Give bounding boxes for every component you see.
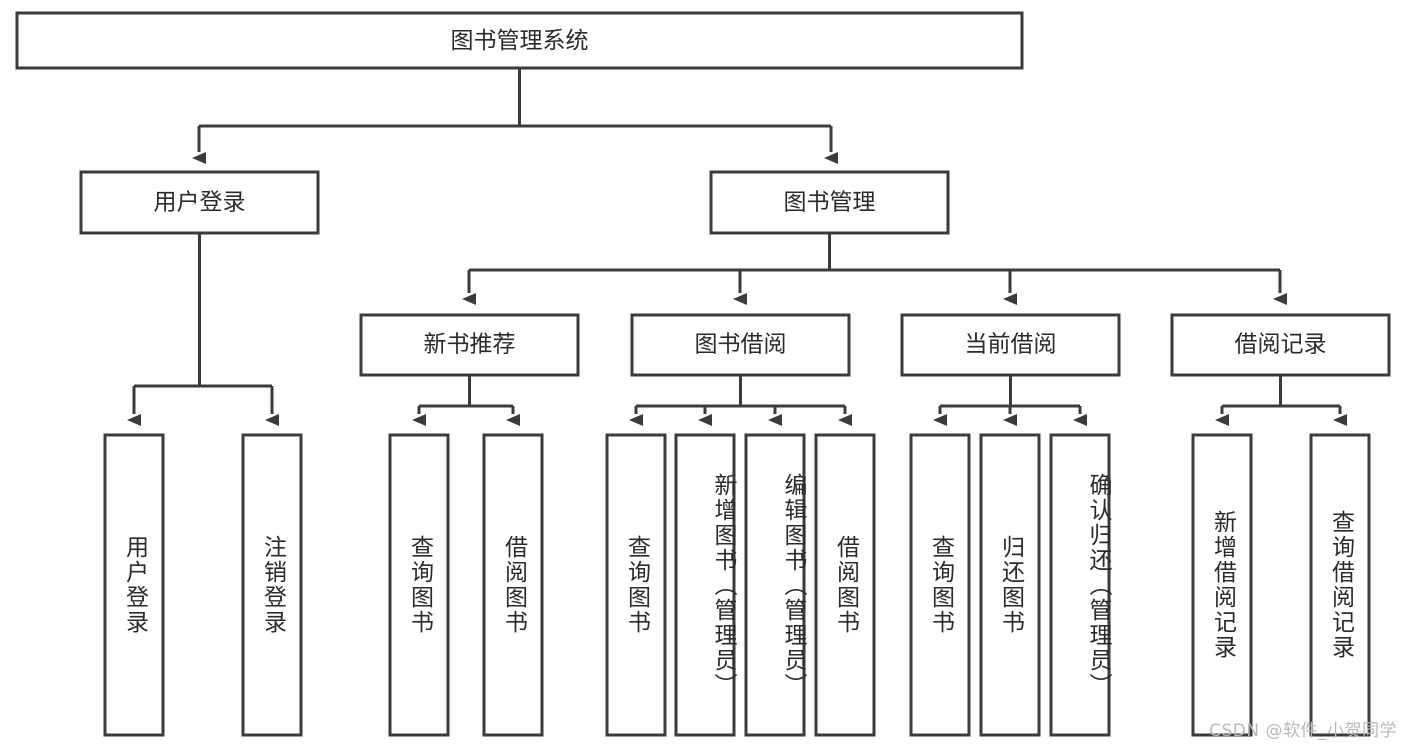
- node-new-book-recommend[interactable]: 新书推荐: [359, 313, 580, 377]
- leaf-box-current-borrow-0[interactable]: [909, 433, 971, 737]
- node-current-borrow[interactable]: 当前借阅: [900, 313, 1121, 377]
- node-current-borrow-label: 当前借阅: [965, 332, 1057, 358]
- leaf-box-book-borrow-2[interactable]: [744, 433, 806, 737]
- edge-borrow-records-to-leaves: [1215, 375, 1347, 426]
- edge-root-to-level2: [192, 68, 838, 164]
- csdn-watermark: CSDN @软件_小贺同学: [1209, 721, 1397, 741]
- edge-new-book-recommend-to-leaves: [412, 375, 520, 426]
- node-book-management-label: 图书管理: [784, 190, 876, 216]
- leaf-box-book-borrow-1[interactable]: [674, 433, 736, 737]
- node-borrow-records-label: 借阅记录: [1235, 332, 1327, 358]
- edge-book-management-to-level3: [462, 233, 1287, 305]
- leaf-box-book-borrow-3[interactable]: [814, 433, 876, 737]
- leaf-box-current-borrow-1[interactable]: [979, 433, 1041, 737]
- node-user-login-label: 用户登录: [154, 190, 246, 216]
- leaf-box-new-book-1[interactable]: [482, 433, 544, 737]
- edge-book-borrow-to-leaves: [629, 375, 852, 426]
- node-borrow-records[interactable]: 借阅记录: [1170, 313, 1391, 377]
- leaf-box-user-login-0[interactable]: [103, 433, 165, 737]
- leaf-box-book-borrow-0[interactable]: [605, 433, 667, 737]
- leaf-box-borrow-records-1[interactable]: [1309, 433, 1371, 737]
- node-root[interactable]: 图书管理系统: [15, 11, 1024, 70]
- leaf-box-borrow-records-0[interactable]: [1191, 433, 1253, 737]
- node-new-book-recommend-label: 新书推荐: [424, 332, 516, 358]
- node-book-management[interactable]: 图书管理: [709, 170, 950, 235]
- edge-user-login-to-leaves: [127, 233, 279, 426]
- node-book-borrow-label: 图书借阅: [695, 332, 787, 358]
- leaf-box-current-borrow-2[interactable]: [1049, 433, 1111, 737]
- leaf-box-user-login-1[interactable]: [241, 433, 303, 737]
- node-book-borrow[interactable]: 图书借阅: [630, 313, 851, 377]
- node-user-login[interactable]: 用户登录: [79, 170, 320, 235]
- node-root-label: 图书管理系统: [451, 28, 589, 54]
- leaf-box-new-book-0[interactable]: [388, 433, 450, 737]
- edge-current-borrow-to-leaves: [933, 375, 1087, 426]
